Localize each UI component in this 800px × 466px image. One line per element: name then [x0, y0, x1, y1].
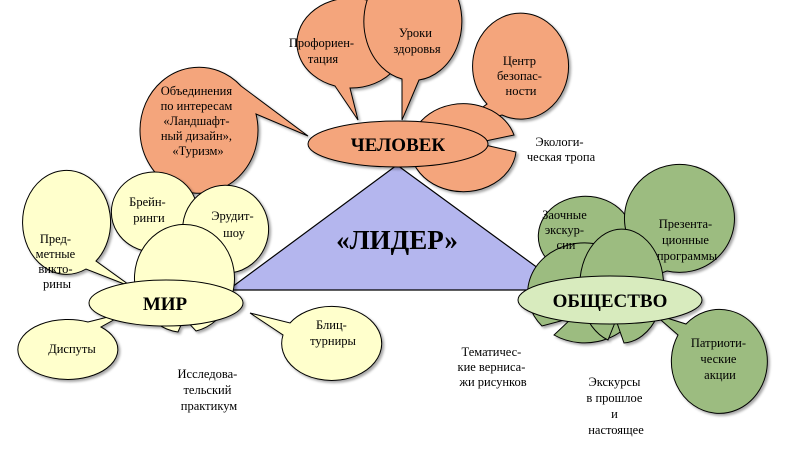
mir-group — [17, 169, 383, 381]
mir-label: МИР — [143, 294, 188, 315]
chelovek-group — [139, 0, 570, 194]
label-zaochnye-ekskursii: Заочные экскур- сии — [542, 208, 590, 252]
mir-hub — [88, 279, 244, 327]
center-label: «ЛИДЕР» — [336, 225, 458, 255]
label-issledovatelskiy: Исследова- тельский практикум — [178, 367, 241, 413]
label-proforientatsiya: Профориен- тация — [289, 36, 357, 66]
label-ekologicheskaya-tropa: Экологи- ческая тропа — [527, 135, 596, 164]
center-triangle — [226, 164, 570, 291]
label-patrioticheskie-aktsii: Патриоти- ческие акции — [691, 336, 749, 382]
label-obedineniya: Объединения по интересам «Ландшафт- ный … — [161, 84, 236, 158]
label-blits-turniry: Блиц- турниры — [310, 318, 356, 348]
label-prezentatsionnye: Презента- ционные программы — [657, 217, 718, 263]
label-tematicheskie-vernisazhi: Тематичес- кие верниса- жи рисунков — [458, 345, 529, 389]
bubble-obedineniya — [139, 66, 309, 194]
bubble-uroki-zdorovya — [363, 0, 463, 121]
bubble-blits-turniry — [249, 305, 383, 381]
label-ekskursy: Экскурсы в прошлое и настоящее — [586, 375, 645, 437]
label-erudit-shou: Эрудит- шоу — [211, 209, 257, 240]
label-predmetnye-viktoriny: Пред- метные викто- рины — [36, 232, 79, 291]
bubble-patrioticheskie-aktsii — [653, 308, 768, 414]
obshchestvo-group — [517, 163, 768, 414]
chelovek-hub — [307, 120, 489, 168]
bubble-disputy — [17, 311, 129, 380]
obshchestvo-label: ОБЩЕСТВО — [553, 291, 668, 312]
bubble-tsentr-bezopasnosti — [454, 12, 570, 128]
bubble-predmetnye-viktoriny — [22, 169, 133, 288]
chelovek-label: ЧЕЛОВЕК — [351, 135, 446, 156]
label-disputy: Диспуты — [48, 342, 96, 356]
label-breyn-ringi: Брейн- ринги — [129, 195, 169, 225]
label-uroki-zdorovya: Уроки здоровья — [393, 26, 440, 56]
label-tsentr-bezopasnosti: Центр безопас- ности — [497, 54, 545, 98]
obshchestvo-hub — [517, 275, 703, 325]
